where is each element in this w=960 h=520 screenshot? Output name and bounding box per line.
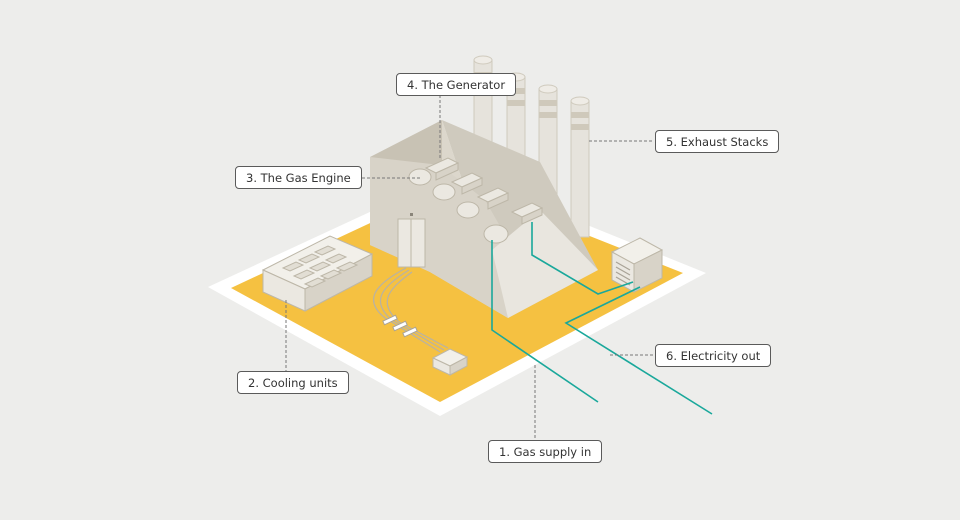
callout-electricity-out: 6. Electricity out	[655, 344, 772, 367]
engine-units	[408, 157, 544, 244]
engine-hall	[370, 120, 598, 318]
hall-ramp	[492, 210, 598, 318]
engine-unit-2	[432, 172, 484, 201]
hall-front-curve	[370, 157, 508, 318]
callout-gas-engine: 3. The Gas Engine	[235, 166, 362, 189]
control-box	[431, 348, 469, 376]
engine-unit-4	[483, 202, 544, 244]
callout-gas-supply: 1. Gas supply in	[488, 440, 603, 463]
cable-insulators	[382, 314, 418, 338]
stack-4	[570, 96, 590, 238]
callout-exhaust-stacks: 5. Exhaust Stacks	[655, 130, 780, 153]
pipes	[491, 222, 713, 415]
electricity-pipe-2	[564, 286, 713, 415]
callout-cooling-units: 2. Cooling units	[237, 371, 349, 394]
transformer	[610, 237, 664, 293]
callout-generator: 4. The Generator	[396, 73, 517, 96]
engine-unit-3	[456, 187, 510, 219]
gas-supply-pipe	[491, 240, 599, 403]
electricity-pipe-1	[531, 222, 634, 295]
leader-lines	[285, 95, 654, 440]
engine-unit-1	[408, 157, 460, 186]
cooling-unit-block	[261, 235, 374, 312]
